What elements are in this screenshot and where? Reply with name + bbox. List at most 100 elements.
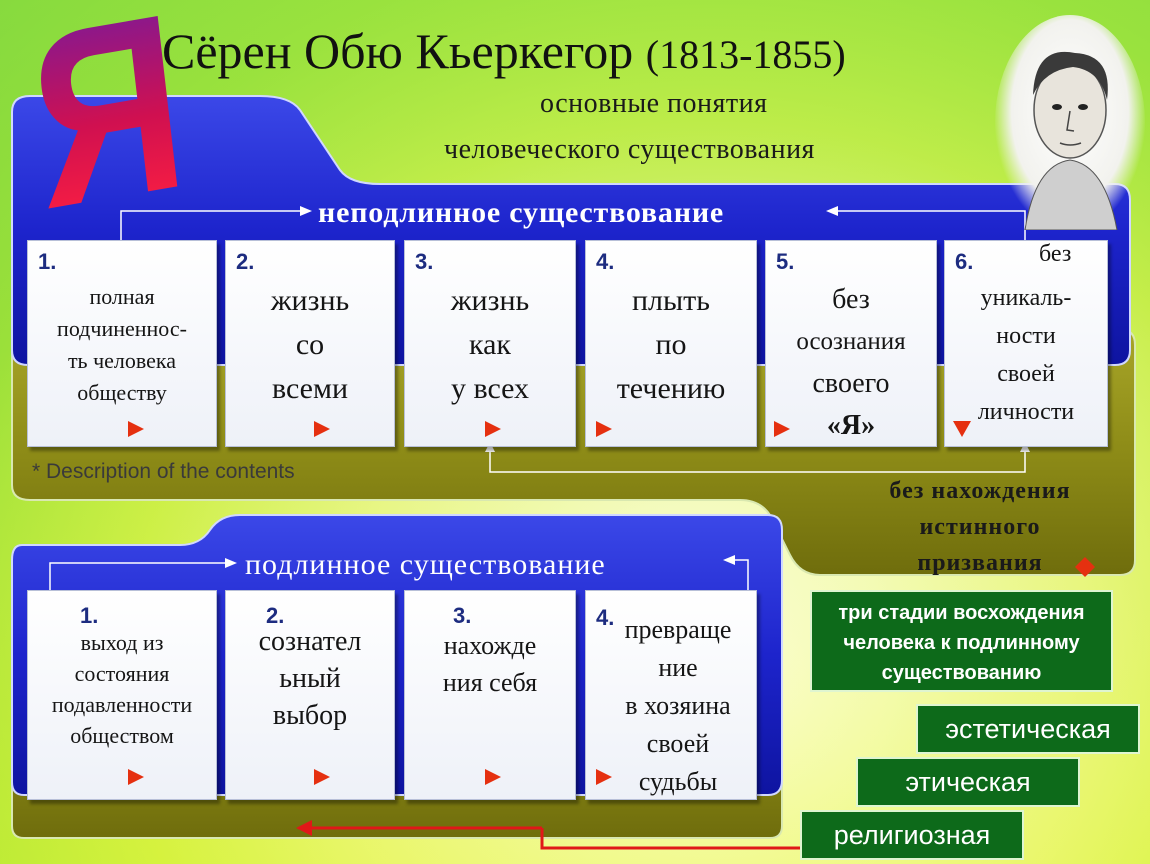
connector-arrow-right-lower bbox=[225, 558, 237, 568]
stages-heading: три стадии восхождения человека к подлин… bbox=[810, 590, 1113, 692]
red-arrow-line bbox=[540, 828, 800, 850]
card-line: нахожде bbox=[443, 631, 537, 660]
authentic-card-1: 1. выход из состояния подавленности обще… bbox=[27, 590, 217, 800]
subtitle-line1: основные понятия bbox=[540, 88, 768, 119]
card-line: всеми bbox=[271, 372, 349, 405]
inauthentic-card-5: 5. без осознания своего «Я» bbox=[765, 240, 937, 447]
authentic-card-2: 2. сознател ьный выбор bbox=[225, 590, 395, 800]
card-number: 4. bbox=[596, 605, 615, 630]
card-number: 6. bbox=[955, 249, 974, 274]
card-line: жизнь bbox=[450, 284, 530, 317]
stage-ethical: этическая bbox=[856, 757, 1080, 807]
page-title: Сёрен Обю Кьеркегор (1813-1855) bbox=[162, 22, 846, 80]
card-line: судьбы bbox=[638, 767, 718, 796]
connector-right-lower bbox=[735, 559, 749, 592]
authentic-title: подлинное существование bbox=[245, 548, 606, 581]
card-line: превраще bbox=[624, 615, 732, 644]
connector-arrow-up-right bbox=[1020, 442, 1030, 452]
card-line: осознания bbox=[796, 328, 906, 355]
card-number: 2. bbox=[266, 603, 285, 628]
card-number: 3. bbox=[415, 249, 434, 274]
card-text: выход из состояния подавленности обществ… bbox=[28, 627, 216, 751]
title-years: (1813-1855) bbox=[645, 32, 846, 77]
connector-right-top bbox=[838, 210, 1026, 240]
play-arrow-icon bbox=[314, 421, 330, 437]
card-line: полная bbox=[89, 284, 155, 309]
inauthentic-card-6: 6. без уникаль- ности своей личности bbox=[944, 240, 1108, 447]
card-number: 1. bbox=[80, 603, 99, 628]
extra-line: без нахождения bbox=[889, 478, 1071, 504]
inauthentic-card-2: 2. жизнь со всеми bbox=[225, 240, 395, 447]
connector-left-lower bbox=[49, 562, 225, 592]
card-line: в хозяина bbox=[625, 691, 731, 720]
card-text: жизнь со всеми bbox=[226, 279, 394, 411]
connector-arrow-right bbox=[300, 206, 312, 216]
extra-line: истинного bbox=[919, 514, 1041, 540]
card-line: ние bbox=[658, 653, 698, 682]
card-line: течению bbox=[616, 372, 726, 405]
authentic-card-3: 3. нахожде ния себя bbox=[404, 590, 576, 800]
extra-label: без нахождения истинного призвания bbox=[848, 473, 1112, 581]
title-name: Сёрен Обю Кьеркегор bbox=[162, 23, 634, 79]
card-text: полная подчиненнос- ть человека обществу bbox=[28, 281, 216, 409]
red-arrowhead bbox=[296, 820, 312, 836]
connector-bottom-upper bbox=[489, 448, 1026, 473]
card-line: как bbox=[468, 328, 511, 361]
play-arrow-icon bbox=[314, 769, 330, 785]
card-line: выбор bbox=[272, 700, 348, 731]
card-line: обществом bbox=[70, 723, 174, 748]
subtitle-line2: человеческого существования bbox=[444, 134, 815, 165]
inauthentic-card-4: 4. плыть по течению bbox=[585, 240, 757, 447]
stage-aesthetic: эстетическая bbox=[916, 704, 1140, 754]
card-text: плыть по течению bbox=[586, 279, 756, 411]
card-text: уникаль- ности своей личности bbox=[945, 279, 1107, 431]
play-arrow-icon bbox=[128, 769, 144, 785]
card-line: своей bbox=[997, 361, 1055, 387]
extra-line: призвания bbox=[917, 550, 1043, 576]
connector-arrow-left bbox=[826, 206, 838, 216]
connector-arrow-left-lower bbox=[723, 555, 735, 565]
authentic-card-4: 4. превраще ние в хозяина своей судьбы bbox=[585, 590, 757, 800]
card-text: нахожде ния себя bbox=[405, 627, 575, 701]
play-arrow-icon bbox=[485, 421, 501, 437]
card-line: личности bbox=[977, 399, 1075, 425]
down-arrow-icon bbox=[953, 421, 971, 437]
play-arrow-icon bbox=[596, 769, 612, 785]
stage-religious: религиозная bbox=[800, 810, 1024, 860]
card-line: подавленности bbox=[51, 692, 193, 717]
card-line: сознател bbox=[258, 626, 362, 657]
stages-heading-line: три стадии восхождения bbox=[838, 602, 1085, 624]
card-text: жизнь как у всех bbox=[405, 279, 575, 411]
play-arrow-icon bbox=[774, 421, 790, 437]
card-line: без bbox=[832, 284, 870, 315]
connector-left-top bbox=[120, 210, 300, 240]
portrait-sketch bbox=[1024, 51, 1118, 231]
inauthentic-title: неподлинное существование bbox=[318, 196, 725, 229]
card-line: со bbox=[295, 328, 325, 361]
card-text: без осознания своего «Я» bbox=[766, 279, 936, 447]
card-line: ьный bbox=[279, 663, 341, 694]
card-text: превраще ние в хозяина своей судьбы bbox=[600, 611, 756, 801]
play-arrow-icon bbox=[485, 769, 501, 785]
card-top-text: без bbox=[1039, 241, 1072, 267]
stages-heading-line: существованию bbox=[881, 662, 1042, 684]
card-line: своей bbox=[646, 729, 710, 758]
play-arrow-icon bbox=[596, 421, 612, 437]
card-line: по bbox=[655, 328, 687, 361]
card-number: 1. bbox=[38, 249, 57, 274]
card-line: своего bbox=[812, 368, 890, 399]
card-number: 4. bbox=[596, 249, 615, 274]
connector-arrow-up-left bbox=[485, 442, 495, 452]
red-diamond bbox=[1075, 557, 1095, 577]
description-note: * Description of the contents bbox=[32, 460, 295, 483]
card-number: 3. bbox=[453, 603, 472, 628]
card-line: «Я» bbox=[826, 410, 876, 441]
stages-heading-line: человека к подлинному bbox=[843, 632, 1080, 654]
card-line: ния себя bbox=[442, 668, 538, 697]
card-text: сознател ьный выбор bbox=[226, 623, 394, 734]
inauthentic-card-1: 1. полная подчиненнос- ть человека общес… bbox=[27, 240, 217, 447]
card-number: 5. bbox=[776, 249, 795, 274]
card-line: состояния bbox=[74, 661, 170, 686]
card-line: у всех bbox=[450, 372, 530, 405]
card-line: уникаль- bbox=[980, 285, 1072, 311]
